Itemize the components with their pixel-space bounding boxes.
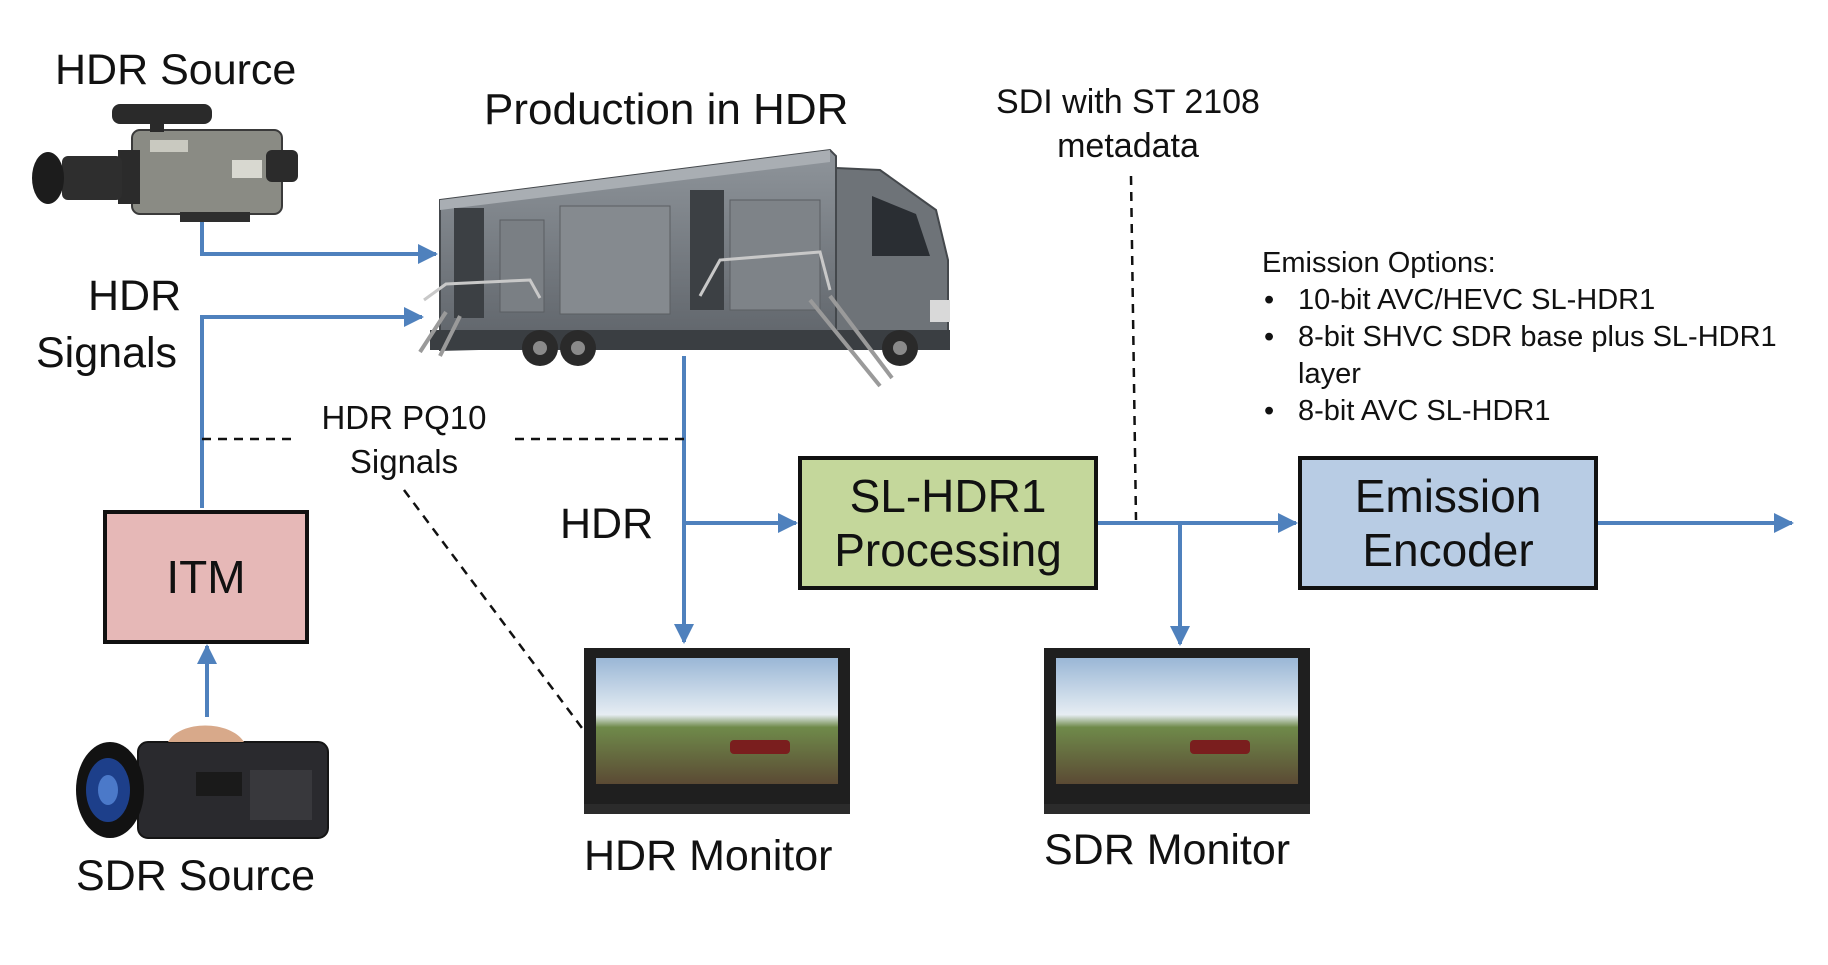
handycam-icon — [76, 725, 329, 839]
emission-options-list: 10-bit AVC/HEVC SL-HDR1 8-bit SHVC SDR b… — [1262, 282, 1777, 430]
slhdr1-box-line1: SL-HDR1 — [849, 469, 1047, 522]
hdr-signals-line2: Signals — [36, 329, 178, 377]
sdr-monitor-label: SDR Monitor — [1044, 826, 1291, 874]
sdi-metadata-line1: SDI with ST 2108 — [996, 83, 1260, 121]
sdi-metadata-label: SDI with ST 2108 metadata — [968, 80, 1288, 168]
emission-options: Emission Options: 10-bit AVC/HEVC SL-HDR… — [1262, 245, 1777, 430]
sdr-source-label: SDR Source — [76, 852, 315, 900]
dash-pq10-to-monitor — [402, 489, 587, 733]
dashed-lines — [202, 175, 1138, 733]
slhdr1-box-line2: Processing — [834, 524, 1062, 576]
broadcast-camera-icon — [32, 104, 298, 222]
emission-option-continuation: layer — [1298, 358, 1361, 390]
hdr-signals-line1: HDR — [88, 272, 182, 320]
pq10-label: HDR PQ10 Signals — [286, 396, 522, 484]
sdi-metadata-line2: metadata — [1057, 127, 1199, 165]
arrow-hdr-camera-to-truck — [200, 212, 438, 264]
arrow-itm-to-truck — [200, 307, 424, 508]
hdr-path-label: HDR — [560, 500, 654, 548]
itm-box-label: ITM — [166, 550, 246, 603]
emission-option-item: 8-bit SHVC SDR base plus SL-HDR1 — [1262, 319, 1777, 356]
slhdr1-processing-box: SL-HDR1 Processing — [798, 456, 1098, 590]
hdr-source-label: HDR Source — [55, 46, 297, 94]
itm-box: ITM — [103, 510, 309, 644]
emission-encoder-box: Emission Encoder — [1298, 456, 1598, 590]
sdr-monitor-icon — [1044, 648, 1310, 814]
emission-options-title: Emission Options: — [1262, 247, 1496, 279]
emission-option-item: 10-bit AVC/HEVC SL-HDR1 — [1262, 282, 1777, 319]
emission-option-item: 8-bit AVC SL-HDR1 — [1262, 393, 1777, 430]
encoder-box-line2: Encoder — [1362, 524, 1534, 576]
ob-truck-icon — [418, 148, 950, 388]
hdr-monitor-label: HDR Monitor — [584, 832, 833, 880]
hdr-monitor-icon — [584, 648, 850, 814]
pq10-line2: Signals — [349, 443, 459, 480]
signal-arrows — [197, 212, 1794, 717]
production-label: Production in HDR — [484, 85, 849, 134]
dash-sdi-metadata — [1129, 175, 1138, 521]
pq10-line1: HDR PQ10 — [321, 399, 487, 436]
hdr-signals-label: HDR Signals — [36, 268, 181, 382]
encoder-box-line1: Emission — [1354, 469, 1542, 522]
